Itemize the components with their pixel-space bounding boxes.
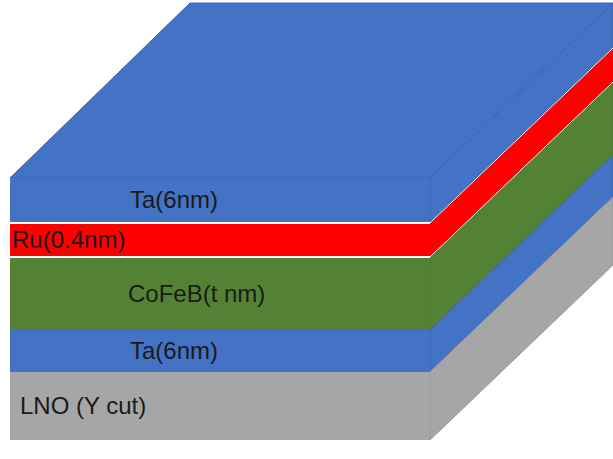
spacer-layer: Ru(0.4nm) [10, 224, 430, 256]
layer-label: Ru(0.4nm) [12, 228, 125, 252]
layer-label: LNO (Y cut) [20, 394, 146, 418]
magnetic-layer: CoFeB(t nm) [10, 258, 430, 330]
metal-layer: Ta(6nm) [10, 330, 430, 372]
layer-label: Ta(6nm) [130, 188, 218, 212]
layer-label: Ta(6nm) [130, 339, 218, 363]
substrate-side [430, 197, 613, 440]
layer-label: CoFeB(t nm) [128, 282, 265, 306]
substrate-layer: LNO (Y cut) [10, 372, 430, 440]
metal-layer: Ta(6nm) [10, 178, 430, 222]
